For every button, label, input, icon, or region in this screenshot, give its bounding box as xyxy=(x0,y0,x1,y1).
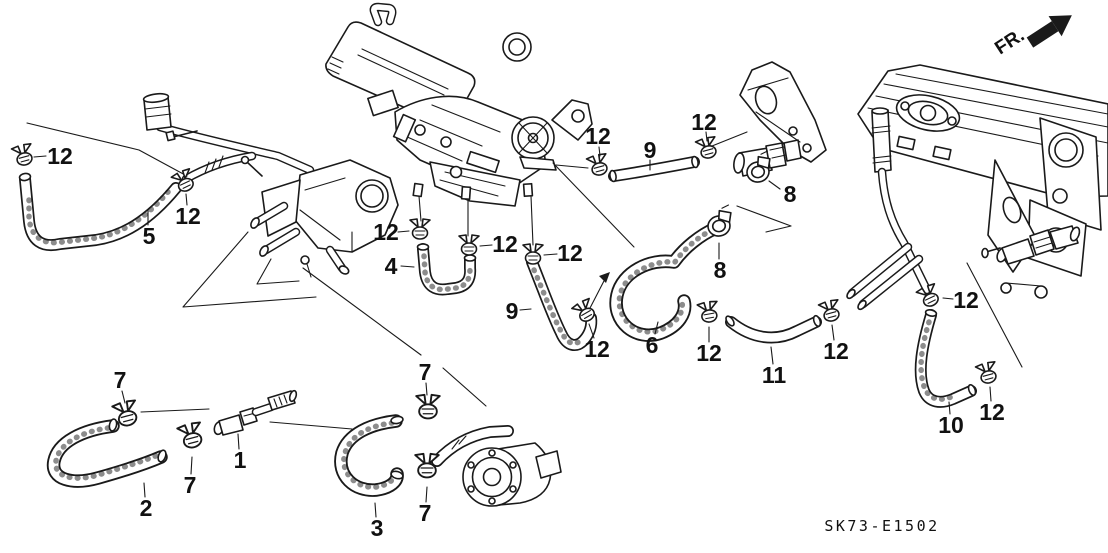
clamp-12-e xyxy=(522,243,544,265)
joint-pipe-part1 xyxy=(213,389,298,436)
callout-label-24: 7 xyxy=(184,472,197,498)
fr-arrow-head xyxy=(1048,15,1072,37)
callout-label-7: 9 xyxy=(506,298,519,324)
callout-label-14: 6 xyxy=(646,332,659,358)
callout-label-21: 7 xyxy=(114,367,127,393)
callout-label-11: 12 xyxy=(691,109,717,135)
callout-label-20: 12 xyxy=(979,399,1005,425)
callout-leader-27 xyxy=(425,486,428,503)
hose-9-upper xyxy=(608,155,700,183)
clamp-12-j xyxy=(817,298,844,325)
water-outlet-pipe xyxy=(142,92,315,184)
callout-leader-18 xyxy=(942,297,954,300)
callout-leader-9 xyxy=(598,146,601,157)
clamp-12-i xyxy=(696,299,722,325)
callout-label-16: 11 xyxy=(762,362,787,388)
callout-leader-21 xyxy=(121,390,126,404)
pointer-lines xyxy=(26,122,1023,430)
callout-label-9: 12 xyxy=(585,123,611,149)
clamp-7-c xyxy=(415,393,441,420)
hose-2 xyxy=(46,418,168,488)
oil-cooler xyxy=(431,425,562,507)
callout-label-18: 12 xyxy=(953,287,979,313)
hose-3 xyxy=(334,414,404,497)
callout-leader-25 xyxy=(425,382,428,396)
heater-pipes xyxy=(846,107,932,311)
callout-label-26: 3 xyxy=(371,515,384,541)
callout-label-1: 12 xyxy=(175,203,201,229)
callout-label-12: 8 xyxy=(784,181,797,207)
thermostat-housing xyxy=(240,155,399,278)
callout-leader-4 xyxy=(400,265,415,268)
callout-leader-1 xyxy=(185,193,188,206)
callout-leader-24 xyxy=(190,456,193,475)
callout-label-27: 7 xyxy=(419,500,432,526)
engine-assembly-center xyxy=(325,2,593,207)
hose-4 xyxy=(416,243,477,296)
callout-leader-26 xyxy=(374,502,377,518)
callout-label-25: 7 xyxy=(419,359,432,385)
callout-label-22: 2 xyxy=(140,495,153,521)
water-valve-fitting xyxy=(981,225,1081,265)
clamp-12-k xyxy=(915,282,944,311)
callout-label-0: 12 xyxy=(47,143,73,169)
callout-leader-8 xyxy=(588,323,595,339)
callout-leader-20 xyxy=(989,386,992,402)
callout-label-8: 12 xyxy=(584,336,610,362)
hose-5 xyxy=(18,172,182,251)
callout-label-17: 12 xyxy=(823,338,849,364)
clamp-12-l xyxy=(974,360,1001,387)
hose-9-lower xyxy=(525,255,598,351)
callout-label-3: 12 xyxy=(373,219,399,245)
callout-leader-16 xyxy=(770,346,774,365)
fr-arrow-shaft xyxy=(1026,21,1059,48)
callout-leader-11 xyxy=(705,131,708,142)
callout-label-2: 5 xyxy=(143,223,156,249)
clamp-12-h xyxy=(694,135,721,162)
callout-leader-7 xyxy=(519,308,532,311)
callout-label-5: 12 xyxy=(492,231,518,257)
hose-6 xyxy=(609,221,723,342)
diagram-code: SK73-E1502 xyxy=(824,517,939,535)
callout-leader-17 xyxy=(831,324,835,341)
callout-leader-19 xyxy=(948,401,951,415)
fr-direction: FR. xyxy=(991,15,1072,59)
callout-label-23: 1 xyxy=(234,447,247,473)
callout-label-13: 8 xyxy=(714,257,727,283)
callout-label-6: 12 xyxy=(557,240,583,266)
callout-leader-22 xyxy=(143,482,146,498)
clamp-12-g xyxy=(585,152,612,179)
callout-leader-5 xyxy=(479,244,493,247)
hose-10 xyxy=(914,309,977,408)
callout-leader-12 xyxy=(768,180,781,190)
hose-11 xyxy=(725,314,822,344)
clamp-12-c xyxy=(409,218,431,240)
callout-label-19: 10 xyxy=(938,412,964,438)
callout-leader-3 xyxy=(397,230,410,233)
callout-label-15: 12 xyxy=(696,340,722,366)
fr-label: FR. xyxy=(991,25,1028,59)
engine-assembly-right xyxy=(857,64,1108,299)
callout-leader-0 xyxy=(33,155,47,158)
callout-leader-14 xyxy=(654,321,659,335)
clamp-12-a xyxy=(10,142,37,169)
callout-leader-6 xyxy=(543,253,558,256)
callout-layer: 12 12 5 12 4 12 12 9 12 12 9 12 8 8 6 12 11 12 12 10 12 7 2 1 7 7… xyxy=(33,109,1005,541)
callout-leader-23 xyxy=(237,433,240,450)
callout-label-4: 4 xyxy=(385,253,398,279)
clamp-12-d xyxy=(458,234,480,256)
clamp-7-b xyxy=(175,420,207,452)
callout-label-10: 9 xyxy=(644,137,657,163)
sensor-bracket xyxy=(733,61,827,177)
